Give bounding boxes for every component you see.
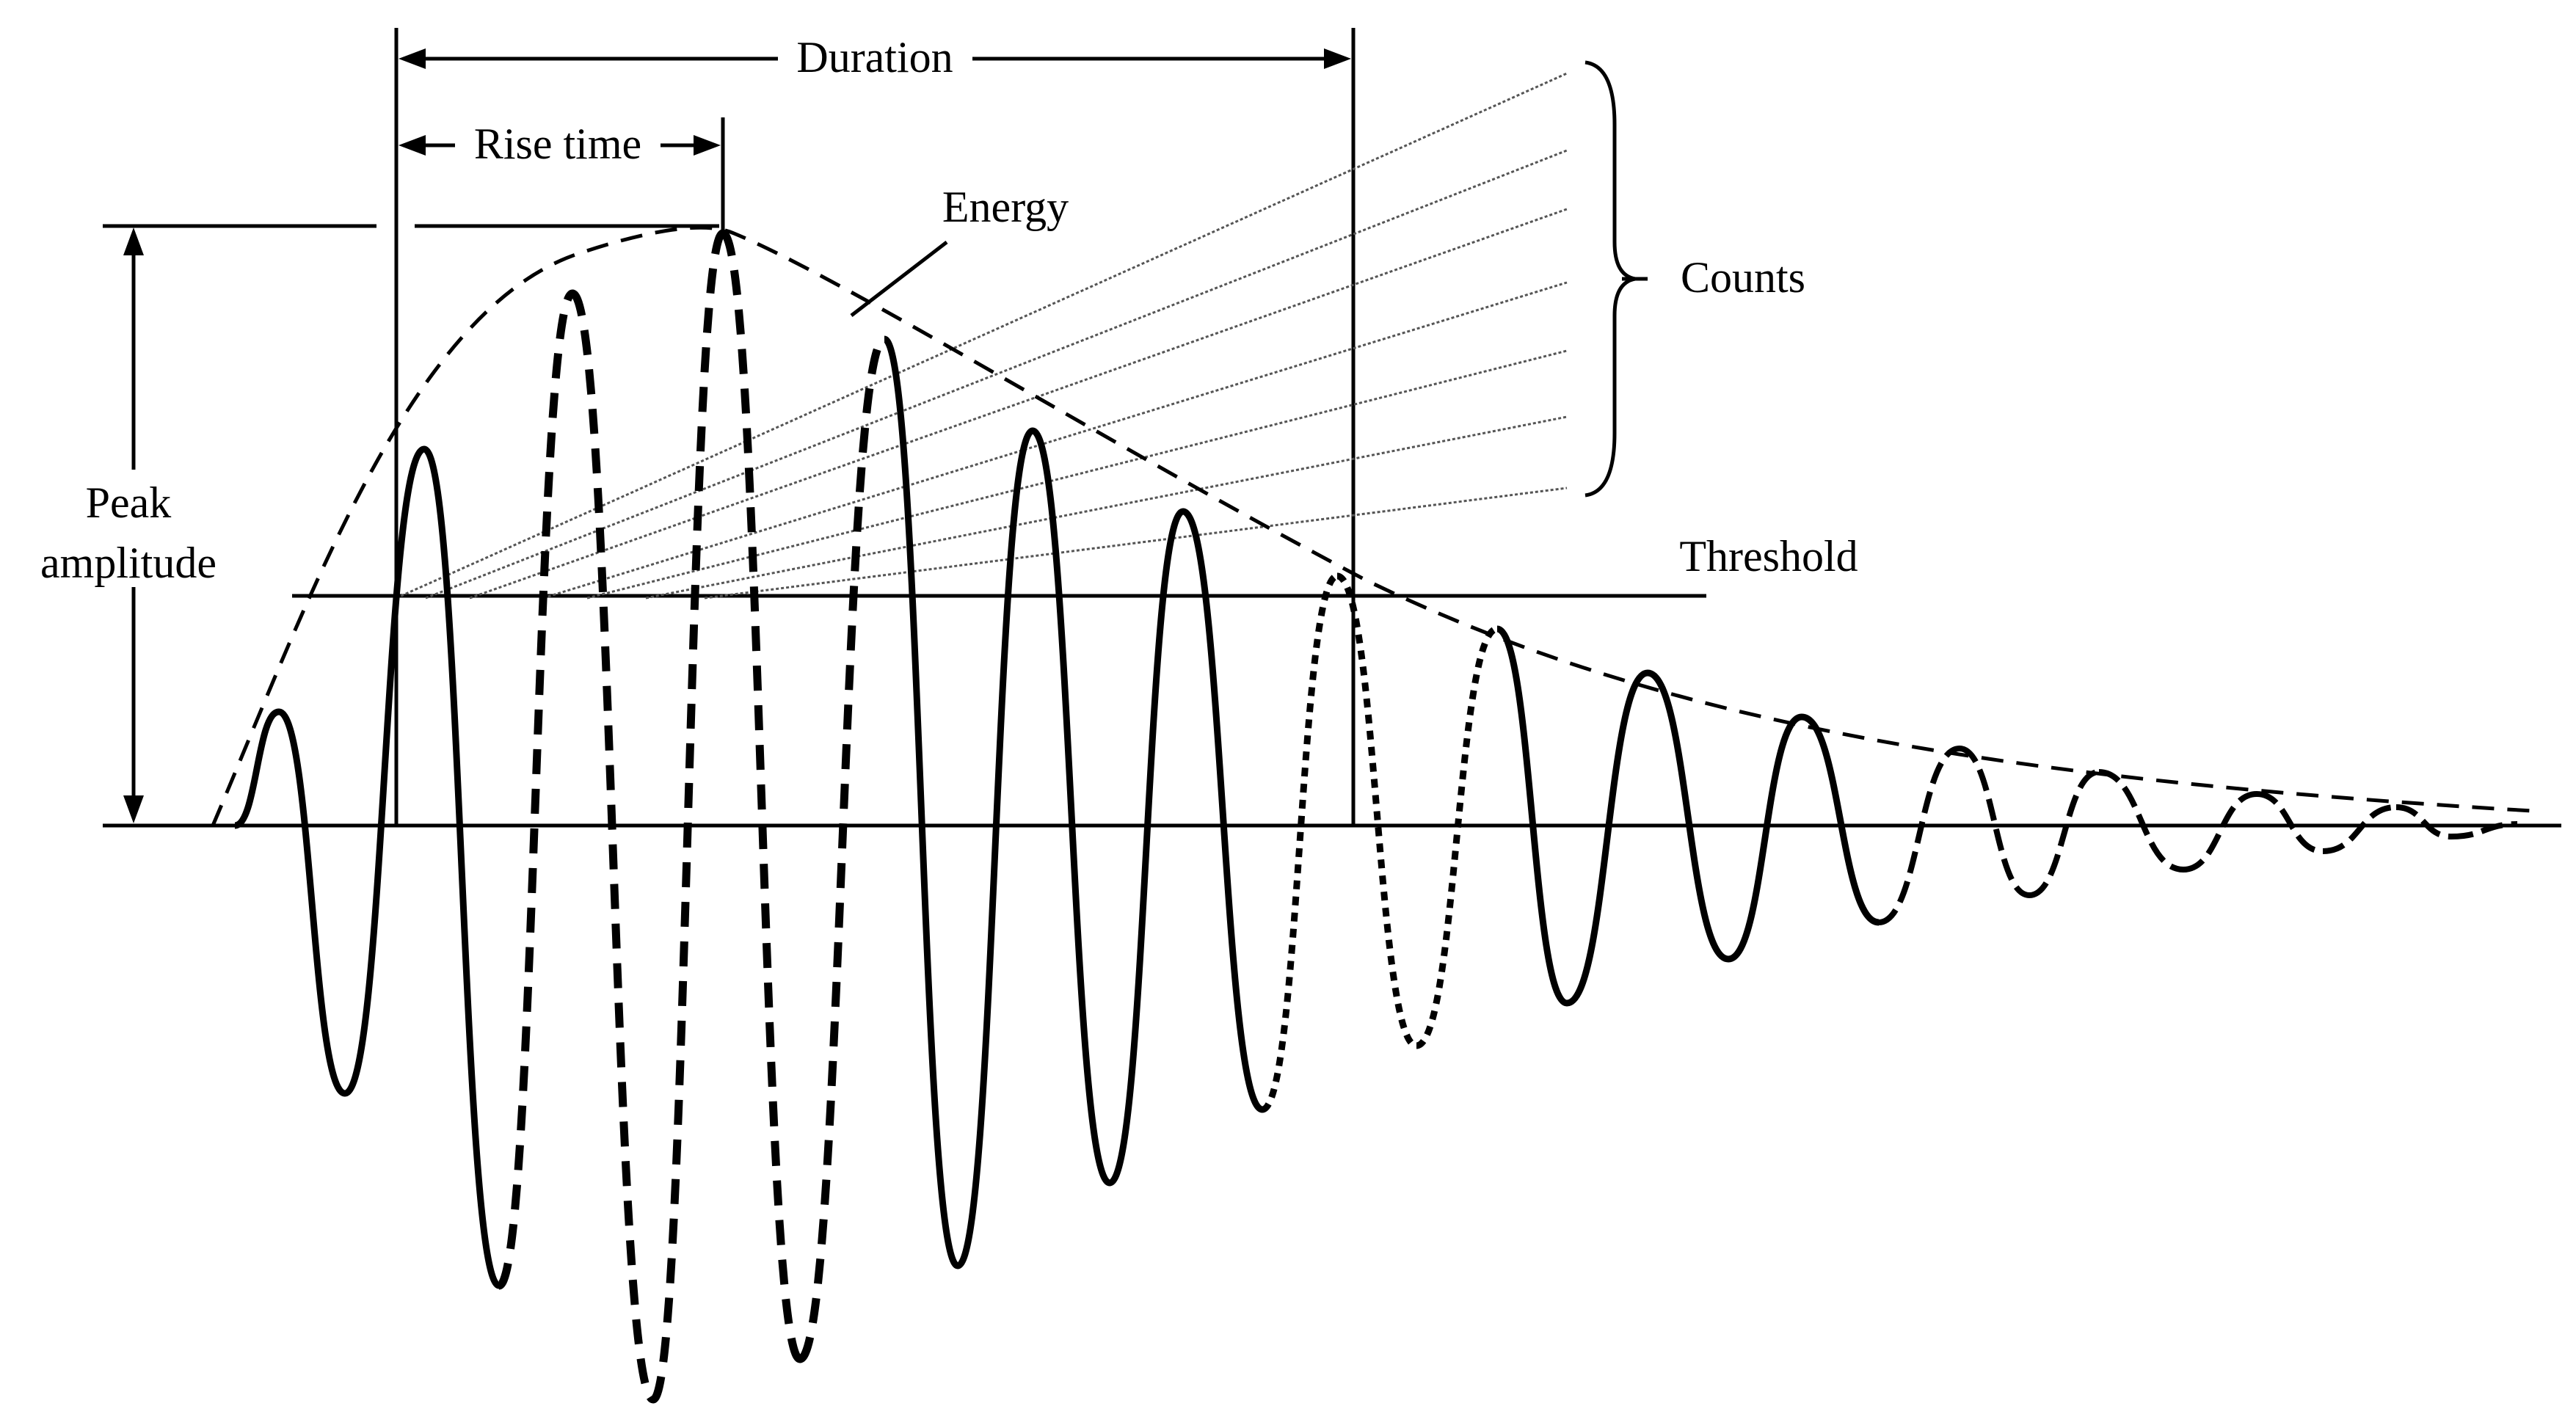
count-hatch-line [469, 208, 1568, 600]
threshold-label: Threshold [1679, 532, 1858, 580]
waveform-half-cycle [1182, 508, 1264, 1113]
waveform-half-cycle [2451, 821, 2518, 839]
waveform-half-cycle [1646, 669, 1730, 963]
counts-label: Counts [1681, 253, 1805, 302]
waveform-half-cycle [1336, 572, 1418, 1049]
count-hatch-line [396, 72, 1568, 600]
waveform-half-cycle [2183, 791, 2257, 873]
waveform-half-cycle [956, 427, 1035, 1269]
acoustic-emission-waveform [233, 229, 2518, 1404]
waveform-half-cycle [1727, 713, 1803, 963]
waveform-half-cycle [1261, 572, 1339, 1113]
peak-amplitude-arrow [110, 227, 161, 823]
count-hatch-line [586, 349, 1568, 600]
waveform-half-cycle [1800, 713, 1880, 926]
counts-hatch-lines [396, 72, 1568, 600]
waveform-half-cycle [1878, 746, 1960, 925]
rise-time-label: Rise time [474, 120, 641, 168]
waveform-half-cycle [1565, 669, 1649, 1007]
waveform-half-cycle [1959, 746, 2030, 898]
waveform-half-cycle [798, 335, 887, 1363]
duration-label: Duration [796, 33, 953, 81]
waveform-half-cycle [2029, 769, 2100, 898]
peak-amplitude-label-line1: Peak [86, 478, 172, 527]
waveform-half-cycle [2098, 769, 2184, 873]
energy-leader-line [850, 241, 948, 317]
duration-arrow [399, 48, 1351, 69]
waveform-half-cycle [233, 708, 280, 829]
waveform-half-cycle [570, 289, 655, 1404]
energy-label: Energy [942, 183, 1069, 231]
waveform-half-cycle [882, 335, 960, 1269]
waveform-half-cycle [343, 445, 426, 1097]
waveform-half-cycle [1107, 508, 1185, 1187]
waveform-half-cycle [649, 229, 727, 1404]
waveform-half-cycle [720, 229, 803, 1363]
waveform-half-cycle [1415, 625, 1499, 1049]
peak-amplitude-label-line2: amplitude [40, 539, 217, 587]
waveform-half-cycle [1496, 625, 1568, 1007]
energy-envelope-curve [211, 225, 2533, 826]
waveform-half-cycle [1030, 427, 1112, 1187]
count-hatch-line [425, 149, 1568, 600]
waveform-half-cycle [422, 445, 501, 1289]
waveform-half-cycle [277, 708, 346, 1097]
waveform-half-cycle [2322, 804, 2397, 854]
waveform-half-cycle [2256, 791, 2324, 854]
count-hatch-line [704, 487, 1568, 600]
waveform-half-cycle [2395, 804, 2452, 839]
count-hatch-line [645, 415, 1568, 600]
rise-time-arrow [399, 135, 721, 156]
count-hatch-line [542, 281, 1568, 600]
waveform-half-cycle [496, 289, 575, 1290]
